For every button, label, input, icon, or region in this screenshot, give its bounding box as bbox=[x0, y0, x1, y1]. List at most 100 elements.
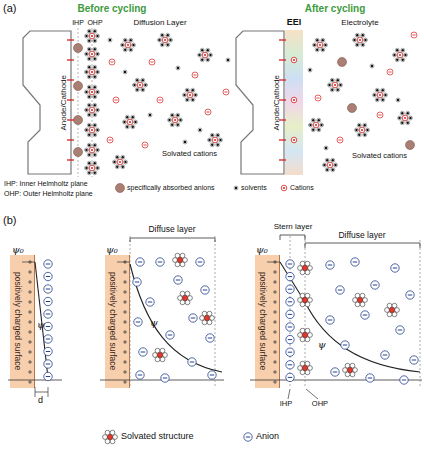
positive-charge bbox=[28, 290, 32, 294]
electrode-shape bbox=[23, 31, 71, 174]
positive-charge bbox=[28, 330, 32, 334]
positive-charge bbox=[273, 340, 277, 344]
potential-symbol: ψ bbox=[37, 320, 45, 330]
positive-charge bbox=[123, 350, 127, 354]
positive-charge bbox=[273, 330, 277, 334]
cation bbox=[291, 137, 297, 143]
positive-charge bbox=[123, 380, 127, 384]
charged-surface: positively charged surface bbox=[255, 255, 280, 388]
electrode: Anode/Cathode bbox=[235, 30, 285, 175]
positive-charge bbox=[273, 260, 277, 264]
layer-label: Stern layer bbox=[274, 223, 313, 231]
surface-charge bbox=[67, 59, 74, 60]
potential-tick bbox=[267, 262, 280, 263]
solvated-structure bbox=[385, 303, 400, 316]
anion bbox=[133, 278, 141, 286]
adsorbed-anion-group bbox=[338, 58, 415, 150]
cation-group bbox=[291, 57, 297, 143]
solvated-cation bbox=[85, 103, 100, 117]
anion bbox=[196, 258, 204, 266]
node-text: positively charged surface bbox=[258, 272, 268, 370]
anion bbox=[136, 371, 144, 379]
anion bbox=[44, 260, 52, 268]
solvent-molecule bbox=[108, 38, 112, 42]
potential-symbol: ψ bbox=[318, 340, 326, 350]
surface-charge bbox=[67, 79, 74, 80]
legend-symbol bbox=[281, 185, 287, 191]
solvated-cation bbox=[85, 85, 100, 99]
anion bbox=[326, 316, 334, 324]
node-text: positively charged surface bbox=[108, 272, 118, 370]
legend-swatches bbox=[103, 184, 287, 444]
anion bbox=[410, 356, 418, 364]
solvated-structure bbox=[353, 293, 368, 306]
solvated-cation bbox=[123, 115, 138, 129]
solvated-structure bbox=[343, 363, 358, 376]
solvated-cation bbox=[133, 78, 148, 92]
solvated-structure bbox=[298, 361, 313, 374]
potential-curve bbox=[280, 262, 420, 372]
leader-line bbox=[288, 389, 318, 399]
solvated-cation bbox=[353, 33, 368, 47]
free-anion bbox=[337, 137, 343, 143]
anion bbox=[286, 348, 294, 356]
positive-charge bbox=[123, 270, 127, 274]
eei-layer: EEI bbox=[285, 30, 303, 175]
potential-tick bbox=[22, 262, 35, 263]
adsorbed-anion bbox=[338, 58, 347, 67]
node-text: Anode/Cathode bbox=[59, 75, 68, 131]
solvated-cation bbox=[398, 111, 413, 125]
anion bbox=[208, 371, 216, 379]
anion bbox=[396, 326, 404, 334]
positive-charge bbox=[123, 360, 127, 364]
adsorbed-anion-group bbox=[74, 44, 83, 157]
potential-curve bbox=[130, 264, 222, 372]
solvated-structure bbox=[153, 348, 168, 361]
solvated-cation-group bbox=[309, 33, 413, 172]
helmholtz-plane bbox=[78, 28, 92, 177]
solvated-cation bbox=[208, 133, 223, 147]
anion bbox=[44, 335, 52, 343]
anion bbox=[406, 291, 414, 299]
free-anion bbox=[142, 142, 148, 148]
layer-bracket bbox=[305, 243, 420, 248]
potential-curve bbox=[35, 262, 48, 378]
layer-label: Diffuse layer bbox=[148, 225, 195, 234]
free-anion bbox=[149, 59, 155, 65]
free-anion-group bbox=[315, 32, 417, 143]
solvent-molecule bbox=[308, 68, 312, 72]
positive-charge bbox=[273, 370, 277, 374]
legend-swatch bbox=[244, 433, 252, 441]
axis-line bbox=[100, 380, 224, 381]
anion-group bbox=[44, 260, 52, 381]
anion bbox=[44, 272, 52, 280]
anion bbox=[189, 314, 197, 322]
positive-charge-group bbox=[123, 260, 127, 384]
electrode: Anode/Cathode bbox=[22, 30, 72, 175]
solvated-cation bbox=[323, 158, 338, 172]
positive-charge bbox=[123, 340, 127, 344]
panel-label: (b) bbox=[3, 215, 16, 226]
free-anion bbox=[109, 59, 115, 65]
surface-charge bbox=[67, 119, 74, 120]
positive-charge bbox=[28, 340, 32, 344]
anion bbox=[44, 322, 52, 330]
anion bbox=[351, 258, 359, 266]
solvated-cation bbox=[158, 33, 173, 47]
solvated-cation bbox=[85, 143, 100, 157]
adsorbed-anion bbox=[74, 44, 83, 53]
axis-line bbox=[250, 380, 422, 381]
anion bbox=[136, 258, 144, 266]
solvated-structure-group bbox=[298, 261, 313, 374]
solvent-molecule bbox=[370, 64, 374, 68]
electrode-shape bbox=[236, 31, 284, 174]
positive-charge bbox=[123, 300, 127, 304]
solvated-cation bbox=[373, 88, 388, 102]
solvated-structure-group bbox=[343, 293, 400, 376]
solvent-molecule bbox=[123, 70, 127, 74]
node-text: EEI bbox=[287, 17, 302, 27]
solvated-cation bbox=[85, 123, 100, 137]
positive-charge bbox=[28, 280, 32, 284]
anion bbox=[326, 261, 334, 269]
free-anion bbox=[377, 112, 383, 118]
